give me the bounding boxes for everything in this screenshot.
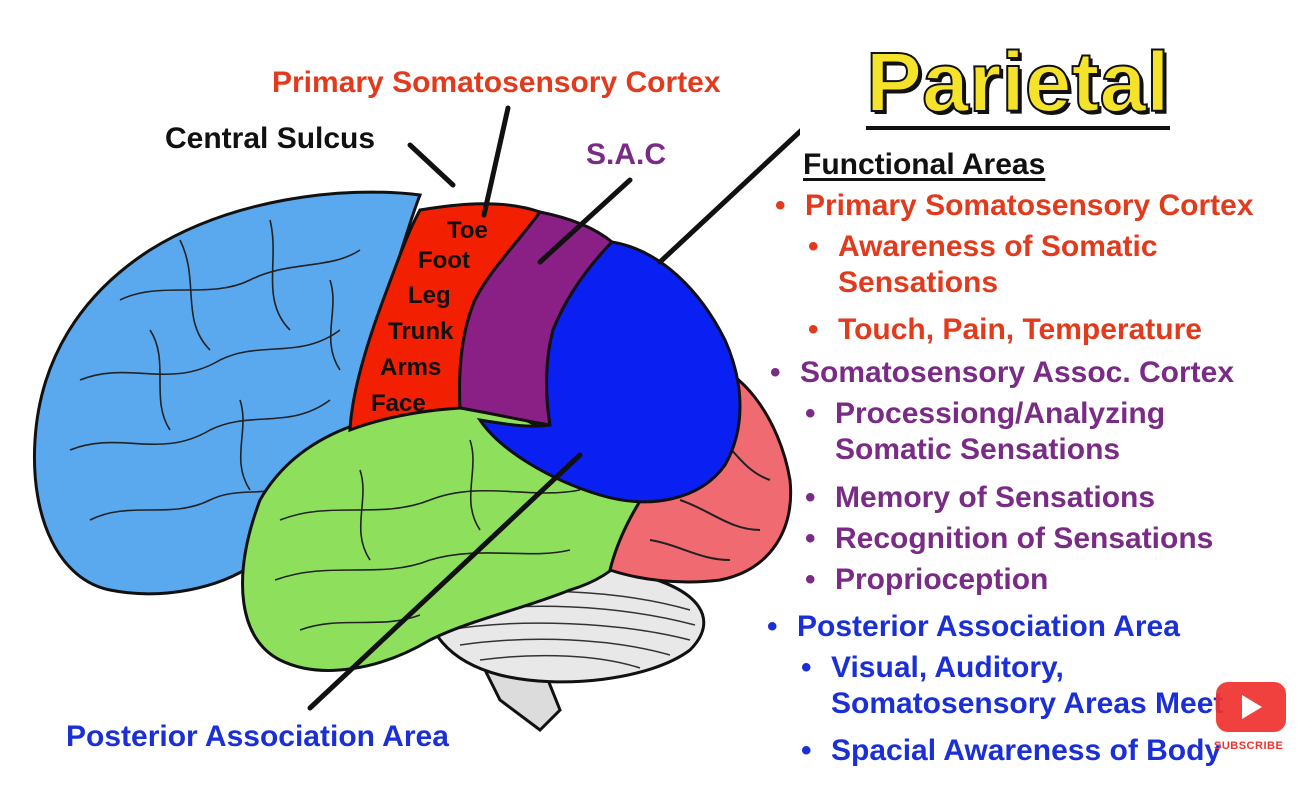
sac-pointer	[537, 177, 633, 265]
frontal-gyri	[69, 219, 361, 521]
posterior-pointer	[307, 452, 583, 711]
subscribe-label[interactable]: SUBSCRIBE	[1214, 740, 1284, 752]
subscribe-button[interactable]	[1216, 682, 1286, 732]
label-central-sulcus: Central Sulcus	[165, 122, 376, 155]
label-sac: S.A.C	[586, 138, 667, 171]
central-sulcus-pointer	[407, 142, 456, 188]
title-parietal: Parietal	[865, 35, 1171, 130]
pointer-lines	[307, 105, 800, 711]
functional-areas-heading: Functional Areas	[803, 148, 1046, 181]
homunculus-arms: Arms	[380, 354, 442, 381]
play-icon	[1242, 695, 1262, 719]
bullet-visual-auditory: •Visual, Auditory,Somatosensory Areas Me…	[801, 651, 1224, 720]
bullet-sac: •Somatosensory Assoc. Cortex	[770, 356, 1235, 389]
bullet-primary-cortex: •Primary Somatosensory Cortex	[775, 189, 1254, 222]
bullet-recognition: •Recognition of Sensations	[805, 522, 1214, 555]
bullet-touch-pain: •Touch, Pain, Temperature	[808, 313, 1202, 346]
posterior-association-region	[476, 240, 742, 504]
bullet-proprioception: •Proprioception	[805, 563, 1049, 596]
homunculus-face: Face	[371, 390, 426, 417]
primary-cortex-pointer	[481, 105, 511, 218]
parietal-pointer	[657, 128, 800, 265]
label-posterior-association-area: Posterior Association Area	[66, 720, 449, 753]
brain-diagram	[32, 105, 800, 732]
bullet-posterior: •Posterior Association Area	[767, 610, 1180, 643]
bullet-spacial: •Spacial Awareness of Body	[801, 734, 1222, 767]
homunculus-leg: Leg	[408, 282, 451, 309]
homunculus-foot: Foot	[418, 247, 470, 274]
homunculus-trunk: Trunk	[388, 318, 454, 345]
label-primary-somatosensory-cortex: Primary Somatosensory Cortex	[272, 66, 721, 99]
homunculus-toe: Toe	[447, 217, 488, 244]
bullet-memory: •Memory of Sensations	[805, 481, 1156, 514]
